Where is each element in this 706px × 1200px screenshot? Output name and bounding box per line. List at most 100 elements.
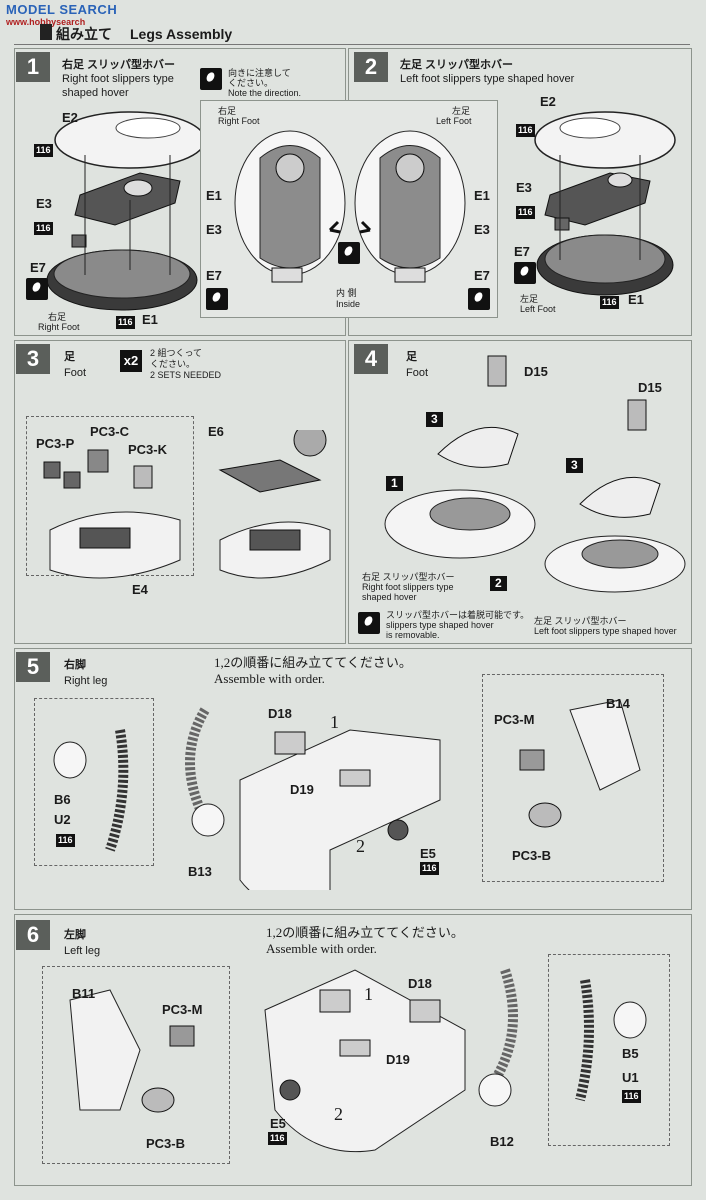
step-4-number: 4: [354, 344, 388, 374]
step-4-title-en: Foot: [406, 367, 429, 379]
detail-inside-en: Inside: [336, 299, 361, 309]
part-pc3-p: PC3-P: [36, 436, 75, 451]
step-4-right-jp: 右足 スリッパ型ホバー: [362, 572, 455, 582]
step-1-note-en: Note the direction.: [228, 88, 302, 98]
part-pc3-k: PC3-K: [128, 442, 168, 457]
tag-116: 116: [420, 862, 439, 875]
tag-116: 116: [34, 144, 53, 157]
title-en: Legs Assembly: [130, 26, 233, 42]
step-6-panel: [14, 914, 692, 1186]
step-3-note-jp: 2 組つくって: [150, 348, 203, 358]
step-4-removable-en1: slippers type shaped hover: [386, 620, 494, 630]
note-icon: [468, 288, 490, 310]
step-3-number: 3: [16, 344, 50, 374]
part-pc3-b: PC3-B: [512, 848, 552, 863]
part-d18: D18: [408, 976, 432, 991]
step-badge-2: 2: [490, 576, 507, 591]
step-4-left-en: Left foot slippers type shaped hover: [534, 626, 677, 636]
step-badge-3: 3: [426, 412, 443, 427]
part-b13: B13: [188, 864, 212, 879]
detail-e7-left: E7: [206, 268, 222, 283]
step-3-note-en: 2 SETS NEEDED: [150, 370, 222, 380]
tag-116: 116: [56, 834, 75, 847]
part-d19: D19: [386, 1052, 410, 1067]
step-2-title-en: Left foot slippers type shaped hover: [400, 73, 575, 85]
detail-e3-left: E3: [206, 222, 222, 237]
header-marker: [40, 24, 52, 40]
step-4-drawing: [384, 355, 686, 593]
note-icon: [200, 68, 222, 90]
part-e5: E5: [270, 1116, 286, 1131]
step-3-title-en: Foot: [64, 367, 87, 379]
note-icon: [358, 612, 380, 634]
part-b11: B11: [72, 986, 96, 1001]
order-number-2: 2: [334, 1104, 343, 1124]
detail-drawing: [234, 130, 466, 283]
step-4-panel: [348, 340, 692, 644]
part-pc3-c: PC3-C: [90, 424, 130, 439]
tag-116: 116: [516, 206, 535, 219]
step-4-removable-en2: is removable.: [386, 630, 440, 640]
step-5-drawing: [53, 699, 641, 890]
step-badge-3: 3: [566, 458, 583, 473]
step-6-order-en: Assemble with order.: [266, 941, 377, 956]
tag-116: 116: [116, 316, 135, 329]
step-1-foot-jp: 右足: [48, 312, 67, 322]
step-6-right-dashed: [548, 954, 670, 1146]
title-jp: 組み立て: [56, 26, 112, 42]
step-5-right-dashed: [482, 674, 664, 882]
header-divider: [14, 44, 690, 45]
step-6-drawing: [69, 968, 647, 1153]
step-5-order-jp: 1,2の順番に組み立ててください。: [214, 655, 412, 670]
step-6-order-jp: 1,2の順番に組み立ててください。: [266, 925, 464, 940]
step-5-order-en: Assemble with order.: [214, 671, 325, 686]
step-6-left-dashed: [42, 966, 230, 1164]
step-5-title-en: Right leg: [64, 675, 108, 687]
part-b5: B5: [622, 1046, 639, 1061]
part-e3: E3: [516, 180, 532, 195]
part-e2: E2: [62, 110, 78, 125]
note-icon: [514, 262, 536, 284]
step-1-title-en2: shaped hover: [62, 87, 129, 99]
step-4-right-en2: shaped hover: [362, 592, 417, 602]
step-badge-1: 1: [386, 476, 403, 491]
note-icon: [206, 288, 228, 310]
step-5-number: 5: [16, 652, 50, 682]
tag-116: 116: [622, 1090, 641, 1103]
step-1-drawing: [46, 111, 206, 311]
tag-116: 116: [34, 222, 53, 235]
part-u1: U1: [622, 1070, 639, 1085]
tag-116: 116: [268, 1132, 287, 1145]
detail-e1-left: E1: [206, 188, 222, 203]
step-5-panel: [14, 648, 692, 910]
part-e7: E7: [514, 244, 530, 259]
part-b12: B12: [490, 1134, 514, 1149]
step-2-foot-en: Left Foot: [520, 304, 556, 314]
step-1-title-en1: Right foot slippers type: [62, 73, 174, 85]
step-2-number: 2: [354, 52, 388, 82]
step-5-title-jp: 右脚: [64, 659, 86, 671]
part-e4: E4: [132, 582, 148, 597]
step-5-left-dashed: [34, 698, 154, 866]
note-icon: [26, 278, 48, 300]
step-3-title-jp: 足: [64, 351, 75, 363]
order-number-1: 1: [364, 984, 373, 1004]
detail-e7-right: E7: [474, 268, 490, 283]
part-e6: E6: [208, 424, 224, 439]
step-6-number: 6: [16, 920, 50, 950]
part-e1: E1: [628, 292, 644, 307]
part-e2: E2: [540, 94, 556, 109]
step-4-title-jp: 足: [406, 351, 417, 363]
part-pc3-m: PC3-M: [494, 712, 535, 727]
part-e3: E3: [36, 196, 52, 211]
note-icon: [338, 242, 360, 264]
quantity-badge: x2: [120, 350, 142, 372]
part-d15: D15: [638, 380, 662, 395]
step-1-note-jp: 向きに注意して: [228, 68, 291, 78]
step-4-removable-jp: スリッパ型ホバーは着脱可能です。: [386, 610, 530, 620]
part-b14: B14: [606, 696, 630, 711]
step-4-right-en1: Right foot slippers type: [362, 582, 454, 592]
part-u2: U2: [54, 812, 71, 827]
step-3-note-jp2: ください。: [150, 359, 196, 369]
